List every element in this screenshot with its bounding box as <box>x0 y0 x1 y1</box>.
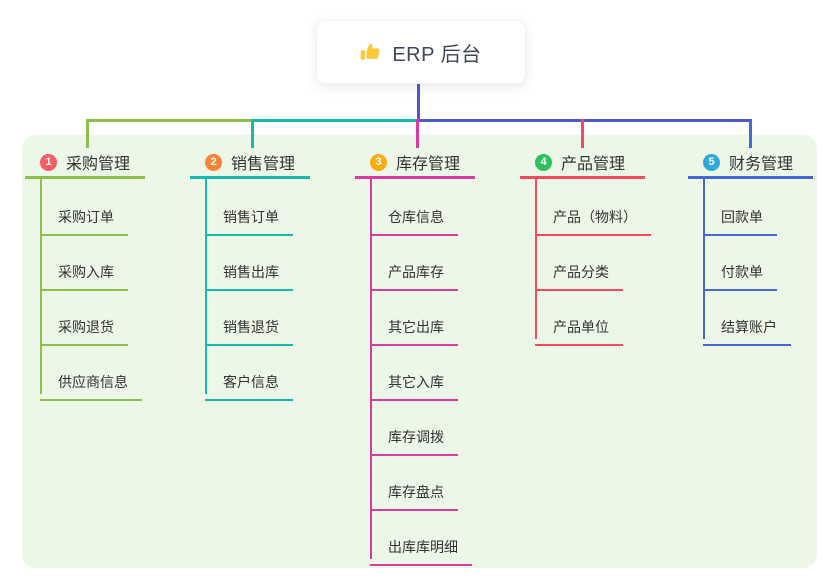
child-label: 产品单位 <box>553 319 609 335</box>
child-node[interactable]: 产品单位 <box>535 307 623 346</box>
branch-drop-line <box>581 119 584 148</box>
branch-number-badge: 2 <box>205 153 222 171</box>
child-label: 产品分类 <box>553 264 609 280</box>
child-node[interactable]: 采购入库 <box>40 252 128 291</box>
branch-spine-line <box>535 177 537 339</box>
branch-node-2[interactable]: 2 销售管理 <box>190 148 310 179</box>
branch-drop-line <box>251 119 254 148</box>
branch-number-badge: 3 <box>370 153 387 171</box>
child-label: 销售订单 <box>223 209 279 225</box>
root-node[interactable]: ERP 后台 <box>316 20 526 84</box>
child-node[interactable]: 销售退货 <box>205 307 293 346</box>
branch-number-badge: 1 <box>40 153 57 171</box>
child-node[interactable]: 客户信息 <box>205 362 293 401</box>
branch-number-badge: 4 <box>535 153 552 171</box>
child-label: 回款单 <box>721 209 763 225</box>
child-label: 客户信息 <box>223 374 279 390</box>
child-node[interactable]: 其它出库 <box>370 307 458 346</box>
branch-label: 销售管理 <box>231 156 296 173</box>
child-node[interactable]: 库存调拨 <box>370 417 458 456</box>
child-node[interactable]: 结算账户 <box>703 307 791 346</box>
bus-segment-right <box>419 119 750 122</box>
branch-drop-line <box>749 119 752 148</box>
child-label: 付款单 <box>721 264 763 280</box>
branch-label: 采购管理 <box>66 156 131 173</box>
child-label: 采购订单 <box>58 209 114 225</box>
child-label: 产品（物料） <box>553 209 637 225</box>
branch-spine-line <box>40 177 42 394</box>
child-node[interactable]: 回款单 <box>703 197 777 236</box>
child-label: 产品库存 <box>388 264 444 280</box>
branch-drop-line <box>416 119 419 148</box>
child-node[interactable]: 仓库信息 <box>370 197 458 236</box>
child-node[interactable]: 供应商信息 <box>40 362 142 401</box>
branch-label: 财务管理 <box>729 156 794 173</box>
branch-label: 库存管理 <box>396 156 461 173</box>
child-node[interactable]: 产品分类 <box>535 252 623 291</box>
thumbs-up-icon <box>361 43 380 60</box>
child-label: 销售出库 <box>223 264 279 280</box>
child-node[interactable]: 产品（物料） <box>535 197 651 236</box>
branch-node-1[interactable]: 1 采购管理 <box>25 148 145 179</box>
child-label: 采购入库 <box>58 264 114 280</box>
child-label: 库存盘点 <box>388 484 444 500</box>
child-node[interactable]: 产品库存 <box>370 252 458 291</box>
child-node[interactable]: 出库库明细 <box>370 527 472 566</box>
child-label: 其它入库 <box>388 374 444 390</box>
child-label: 库存调拨 <box>388 429 444 445</box>
branch-node-5[interactable]: 5 财务管理 <box>688 148 813 179</box>
child-node[interactable]: 付款单 <box>703 252 777 291</box>
branch-spine-line <box>205 177 207 394</box>
child-node[interactable]: 采购退货 <box>40 307 128 346</box>
child-label: 结算账户 <box>721 319 777 335</box>
bus-segment-middle <box>253 119 419 122</box>
branch-label: 产品管理 <box>561 156 626 173</box>
root-stem-line <box>417 82 420 122</box>
branch-node-3[interactable]: 3 库存管理 <box>355 148 475 179</box>
child-label: 仓库信息 <box>388 209 444 225</box>
child-node[interactable]: 销售出库 <box>205 252 293 291</box>
branch-spine-line <box>703 177 705 339</box>
bus-segment-left <box>86 119 253 122</box>
child-label: 供应商信息 <box>58 374 128 390</box>
child-node[interactable]: 销售订单 <box>205 197 293 236</box>
child-node[interactable]: 采购订单 <box>40 197 128 236</box>
branch-drop-line <box>86 119 89 148</box>
child-label: 采购退货 <box>58 319 114 335</box>
branch-number-badge: 5 <box>703 153 720 171</box>
branches-background-panel <box>22 135 817 568</box>
child-label: 销售退货 <box>223 319 279 335</box>
child-label: 其它出库 <box>388 319 444 335</box>
branch-spine-line <box>370 177 372 559</box>
branch-node-4[interactable]: 4 产品管理 <box>520 148 645 179</box>
root-title: ERP 后台 <box>392 43 482 66</box>
child-label: 出库库明细 <box>388 539 458 555</box>
child-node[interactable]: 其它入库 <box>370 362 458 401</box>
child-node[interactable]: 库存盘点 <box>370 472 458 511</box>
